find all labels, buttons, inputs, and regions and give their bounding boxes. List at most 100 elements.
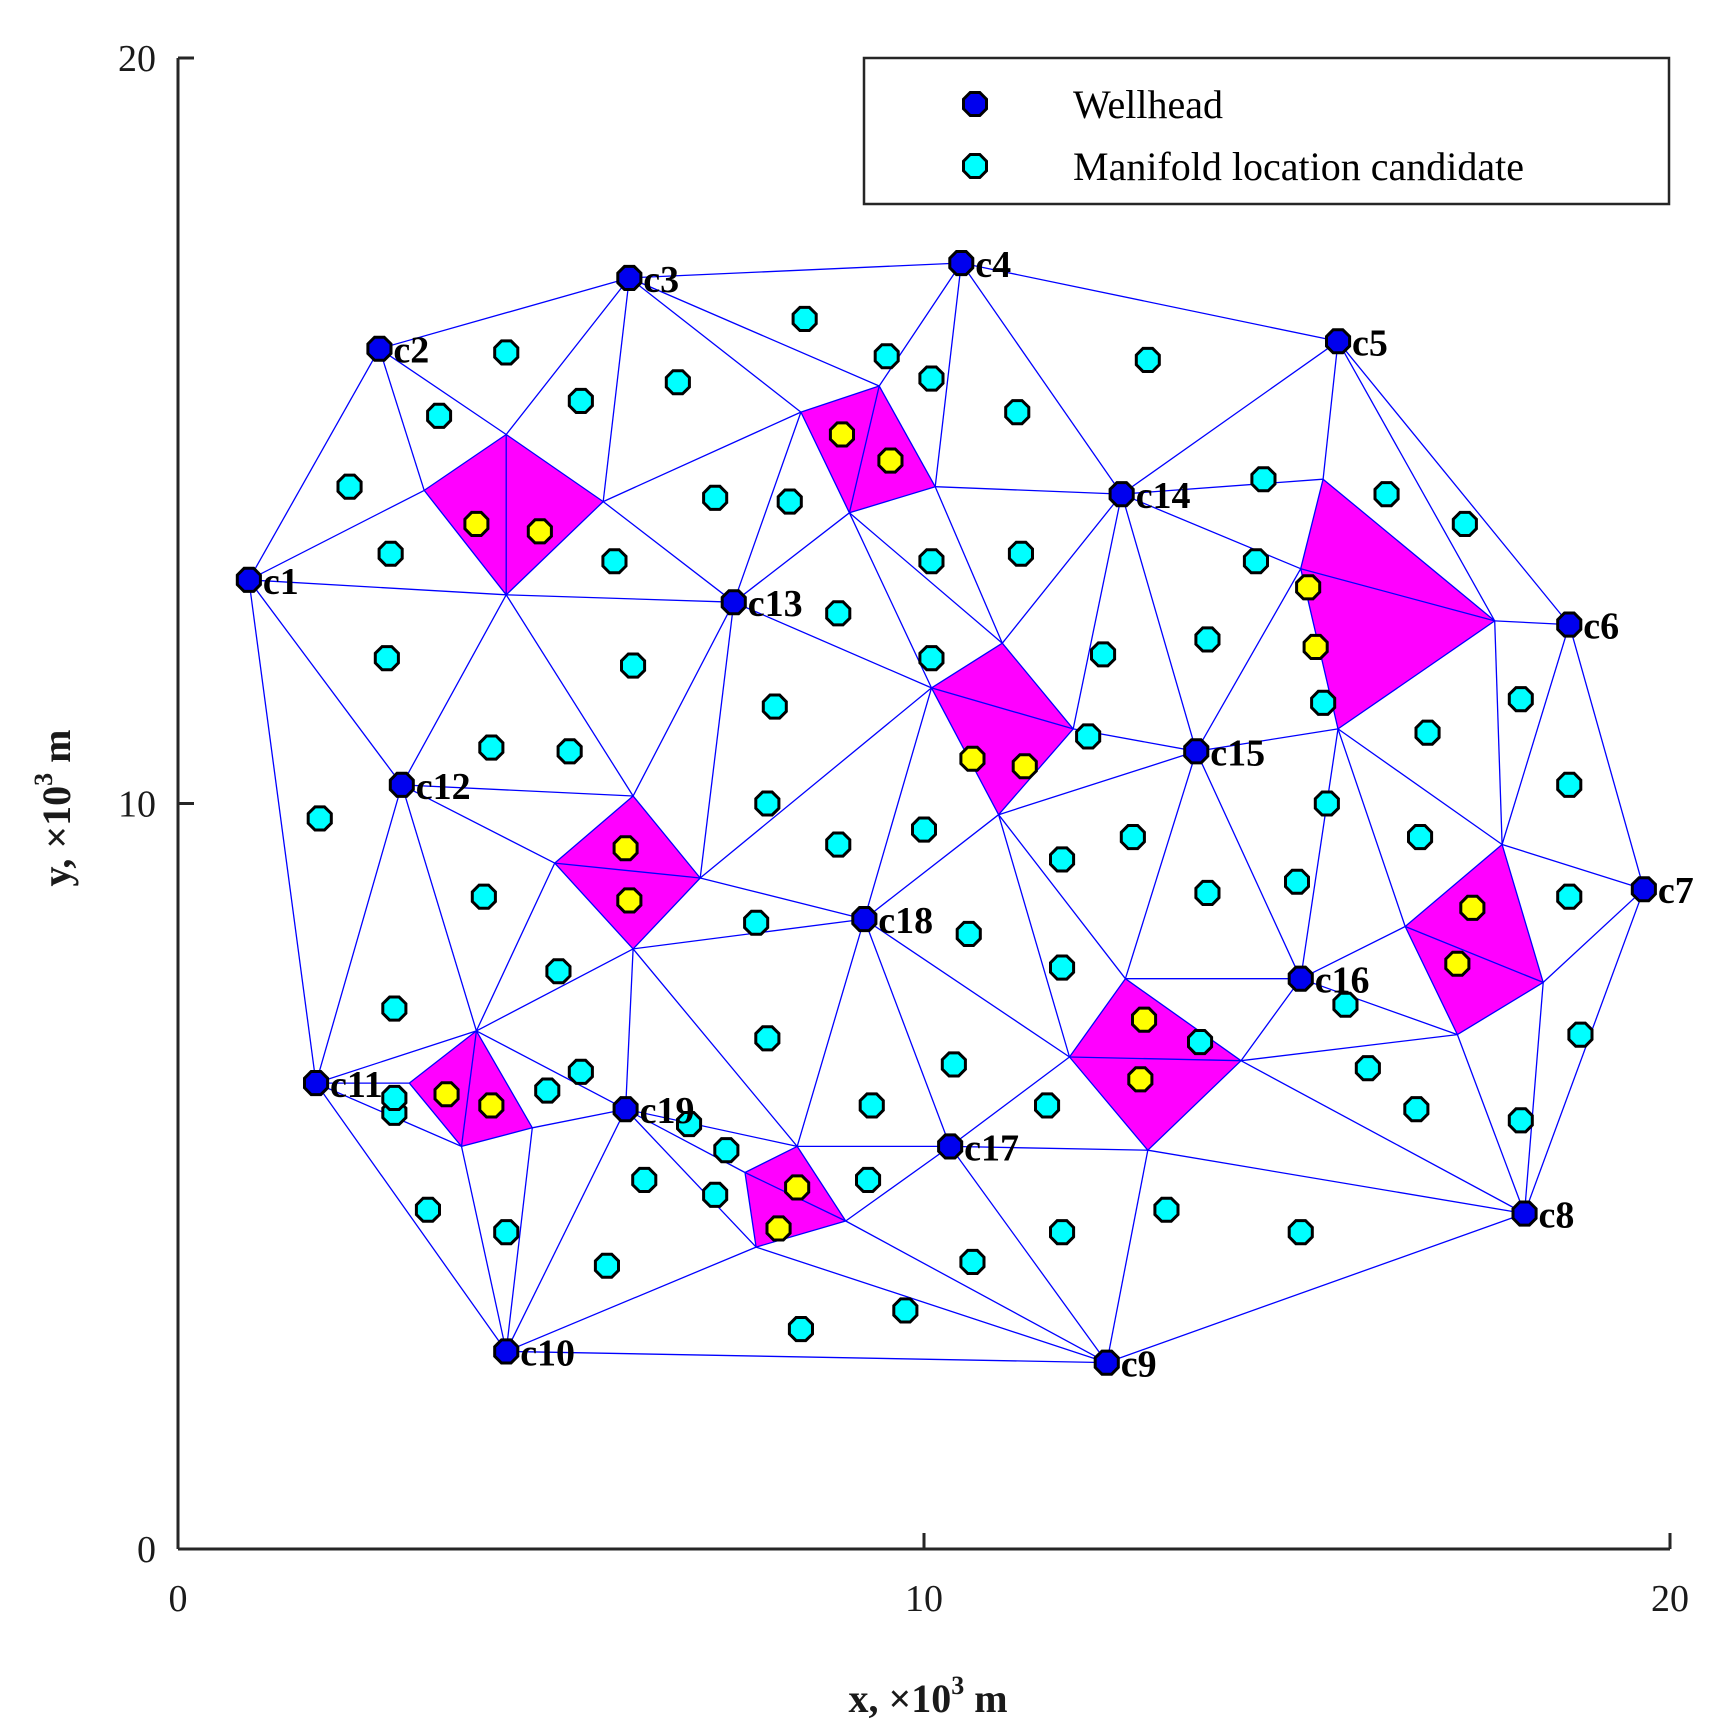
mesh-edge-91 — [1501, 844, 1544, 983]
manifold-region-6 — [1405, 844, 1544, 1035]
wellhead-label-c7: c7 — [1658, 870, 1694, 912]
mesh-edge-24 — [628, 277, 802, 413]
wellhead-c17 — [937, 1133, 964, 1160]
candidate-point-33 — [1414, 719, 1441, 746]
mesh-edge-146 — [505, 1246, 757, 1352]
mesh-edge-22 — [602, 411, 802, 503]
candidate-point-30 — [478, 734, 505, 761]
candidate-point-50 — [1049, 954, 1076, 981]
mesh-edge-94 — [1456, 1034, 1526, 1214]
mesh-edge-113 — [997, 814, 1071, 1058]
selected-candidate-13 — [1131, 1006, 1158, 1033]
candidate-point-53 — [754, 1025, 781, 1052]
wellhead-c4 — [948, 250, 975, 277]
wellhead-label-c2: c2 — [393, 330, 429, 372]
candidate-point-17 — [601, 548, 628, 575]
mesh-edge-47 — [1121, 493, 1301, 570]
wellhead-c19 — [612, 1096, 639, 1123]
mesh-edge-84 — [1501, 624, 1570, 845]
candidate-point-21 — [825, 600, 852, 627]
candidate-point-41 — [1119, 824, 1146, 851]
wellhead-label-c16: c16 — [1315, 960, 1370, 1002]
manifold-region-1 — [424, 434, 604, 595]
candidate-point-71 — [414, 1196, 441, 1223]
candidate-point-73 — [1049, 1219, 1076, 1246]
candidate-point-31 — [556, 738, 583, 765]
mesh-edge-82 — [1568, 624, 1645, 890]
mesh-edge-56 — [848, 512, 1003, 644]
mesh-edge-134 — [460, 1030, 478, 1147]
mesh-edge-52 — [848, 512, 933, 689]
candidate-point-69 — [702, 1181, 729, 1208]
mesh-edge-35 — [849, 486, 936, 514]
wellhead-label-c8: c8 — [1539, 1195, 1575, 1237]
candidate-point-15 — [776, 488, 803, 515]
mesh-edge-70 — [401, 784, 555, 864]
legend-box — [862, 56, 1671, 206]
wellhead-c2 — [366, 335, 393, 362]
candidate-point-66 — [1507, 1107, 1534, 1134]
candidate-point-54 — [1187, 1029, 1214, 1056]
mesh-edge-3 — [961, 262, 1339, 342]
candidate-point-56 — [567, 1058, 594, 1085]
mesh-edge-53 — [733, 601, 932, 689]
mesh-edge-12 — [423, 433, 507, 491]
wellhead-label-c17: c17 — [964, 1127, 1019, 1169]
candidate-point-43 — [470, 883, 497, 910]
legend-wellhead-label: Wellhead — [1073, 82, 1223, 127]
mesh-edge-68 — [632, 601, 735, 797]
x-tick-label-1: 10 — [905, 1578, 943, 1620]
y-tick-label-2: 20 — [118, 38, 156, 80]
wellhead-c5 — [1325, 328, 1352, 355]
mesh-edge-9 — [379, 277, 630, 350]
selected-candidate-12 — [1444, 950, 1471, 977]
candidate-point-42 — [1407, 824, 1434, 851]
mesh-edge-106 — [1147, 1149, 1525, 1215]
mesh-edge-150 — [755, 1220, 846, 1248]
candidate-point-48 — [955, 920, 982, 947]
mesh-edge-34 — [848, 385, 880, 513]
mesh-layer — [248, 262, 1645, 1364]
selected-candidate-16 — [478, 1092, 505, 1119]
candidate-point-63 — [534, 1077, 561, 1104]
mesh-edge-16 — [248, 579, 507, 596]
wellhead-c15 — [1183, 738, 1210, 765]
candidate-point-74 — [1153, 1196, 1180, 1223]
wellhead-c6 — [1556, 611, 1583, 638]
mesh-edge-148 — [506, 1350, 1107, 1364]
candidate-point-18 — [918, 548, 945, 575]
legend-candidate-marker — [962, 153, 988, 179]
candidate-point-65 — [1403, 1096, 1430, 1123]
mesh-edge-45 — [1121, 493, 1197, 752]
legend-candidate-label: Manifold location candidate — [1073, 144, 1524, 189]
mesh-edge-41 — [1322, 478, 1496, 622]
wellhead-label-c18: c18 — [878, 900, 933, 942]
mesh-edge-83 — [1501, 843, 1645, 890]
mesh-edge-78 — [633, 918, 865, 950]
x-axis-title-sup: 3 — [951, 1671, 964, 1700]
mesh-edge-30 — [934, 262, 962, 487]
candidate-point-26 — [1194, 626, 1221, 653]
mesh-edge-54 — [934, 486, 1003, 644]
mesh-edge-76 — [554, 862, 701, 879]
mesh-edge-122 — [624, 948, 634, 1110]
mesh-edge-11 — [379, 348, 507, 436]
mesh-edge-43 — [1300, 728, 1339, 979]
candidate-point-13 — [1451, 510, 1478, 537]
wellhead-c14 — [1108, 481, 1135, 508]
candidate-point-11 — [1250, 466, 1277, 493]
mesh-edge-125 — [505, 1108, 627, 1352]
y-tick-label-0: 0 — [137, 1529, 156, 1571]
candidate-point-2 — [567, 387, 594, 414]
candidate-point-72 — [493, 1219, 520, 1246]
wellhead-label-c3: c3 — [643, 259, 679, 301]
candidate-point-10 — [336, 473, 363, 500]
candidate-point-62 — [381, 1084, 408, 1111]
wellhead-c1 — [235, 566, 262, 593]
mesh-edge-123 — [476, 948, 634, 1032]
mesh-edge-57 — [931, 642, 1003, 689]
candidate-point-1 — [493, 339, 520, 366]
candidate-point-64 — [1034, 1092, 1061, 1119]
wellhead-c12 — [388, 771, 415, 798]
candidate-point-37 — [1556, 771, 1583, 798]
